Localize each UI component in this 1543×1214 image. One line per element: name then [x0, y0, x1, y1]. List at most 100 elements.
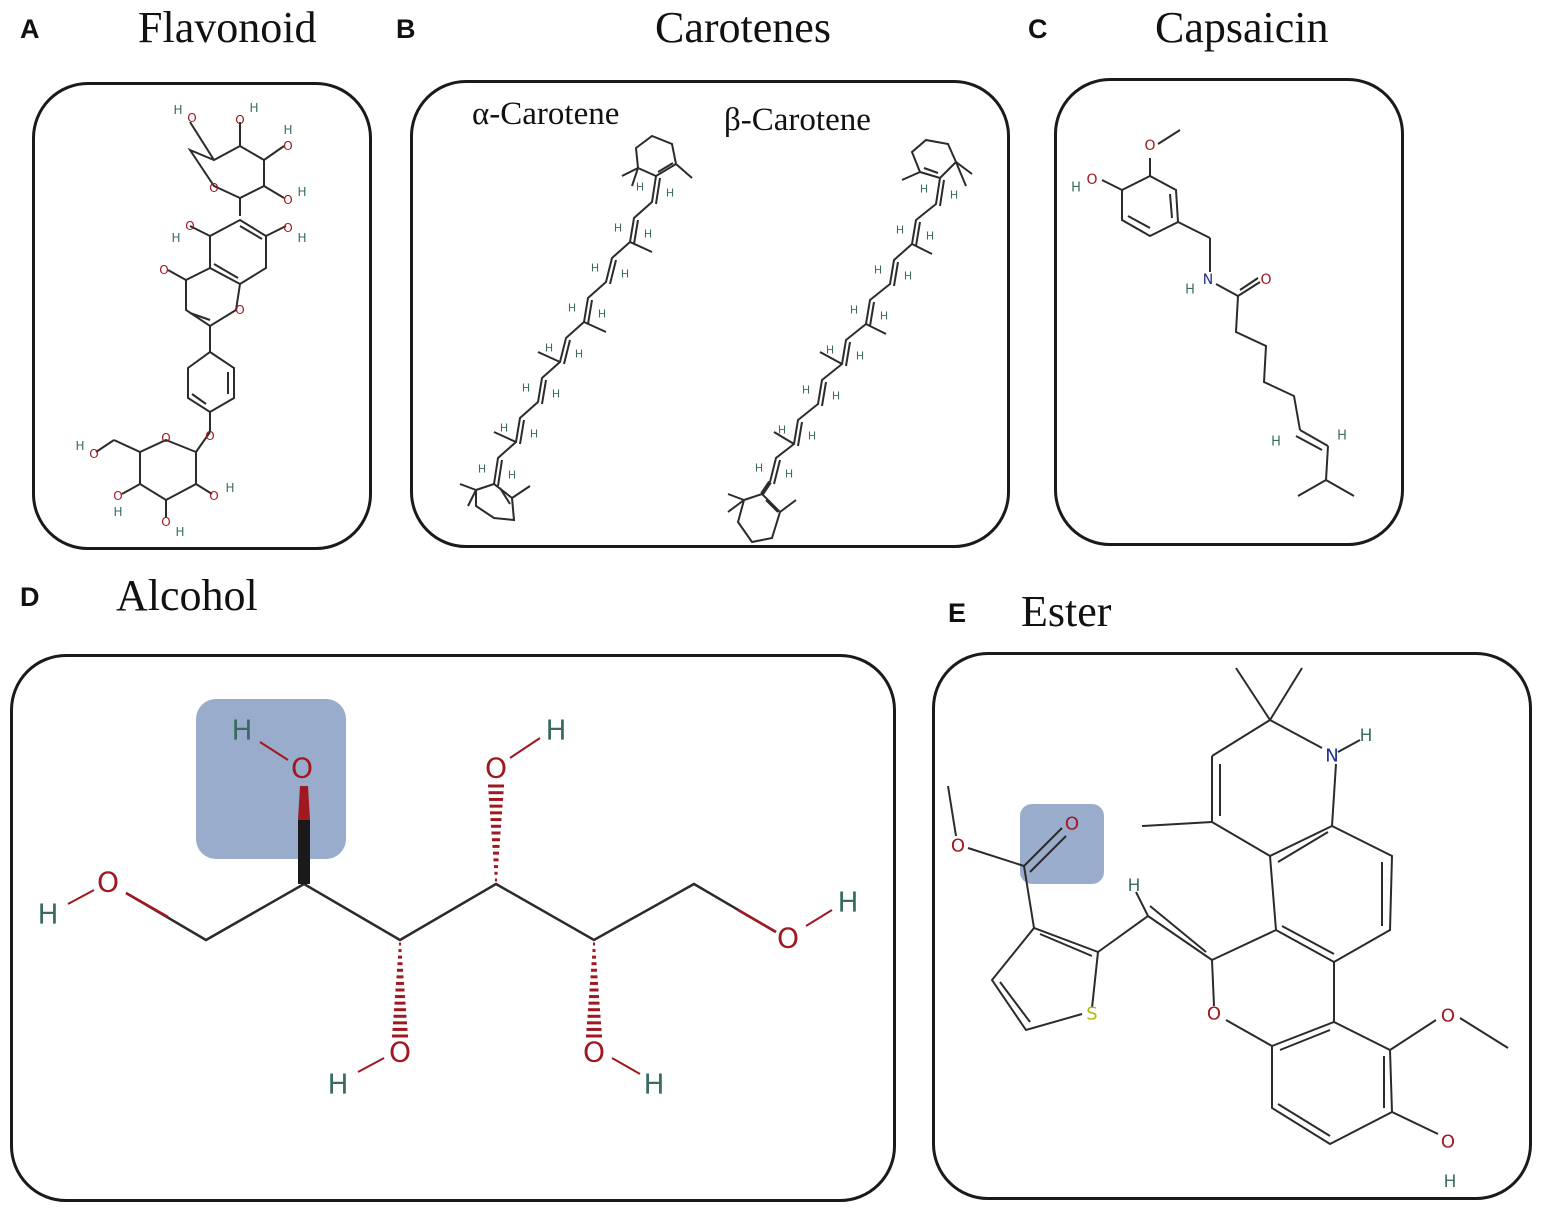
hydrogen-atom: H [896, 224, 904, 237]
double-bond-line [869, 301, 875, 327]
hydrogen-atom: H [850, 304, 858, 317]
alpha-carotene-structure [459, 134, 693, 522]
double-bond-line [609, 259, 617, 285]
double-bond-line [939, 179, 945, 207]
svg-text:H: H [1185, 283, 1195, 298]
svg-text:O: O [209, 489, 218, 503]
panel-d-box [10, 654, 896, 1202]
svg-text:O: O [205, 429, 214, 443]
svg-text:H: H [1360, 726, 1373, 746]
hydrogen-atom: H [500, 422, 508, 435]
svg-text:H: H [113, 505, 122, 519]
svg-text:O: O [291, 752, 313, 785]
hydrogen-atom: H [755, 462, 763, 475]
svg-text:H: H [297, 231, 306, 245]
svg-text:O: O [159, 263, 168, 277]
svg-text:H: H [327, 1068, 348, 1101]
double-bond-line [797, 421, 803, 447]
hydrogen-atom: H [508, 469, 516, 482]
panel-b-box [410, 80, 1010, 548]
svg-text:S: S [1086, 1004, 1097, 1025]
svg-text:O: O [485, 752, 507, 785]
svg-text:H: H [1444, 1172, 1457, 1192]
panel-title-carotenes: Carotenes [655, 3, 831, 52]
svg-text:H: H [171, 231, 180, 245]
panel-label-d: D [20, 582, 40, 612]
svg-text:H: H [231, 714, 252, 747]
svg-text:O: O [283, 193, 292, 207]
svg-text:O: O [1260, 272, 1271, 288]
svg-text:O: O [1441, 1006, 1455, 1027]
hydrogen-atom: H [874, 264, 882, 277]
svg-text:O: O [951, 836, 965, 857]
panel-label-b: B [396, 14, 416, 44]
double-bond-line [845, 341, 851, 367]
svg-text:O: O [97, 866, 119, 899]
svg-text:H: H [297, 185, 306, 199]
svg-text:O: O [1441, 1132, 1455, 1153]
hydrogen-atom: H [575, 348, 583, 361]
svg-text:O: O [235, 113, 244, 127]
beta-carotene-label: β-Carotene [724, 102, 871, 138]
panel-title-alcohol: Alcohol [116, 571, 258, 620]
double-bond-line [893, 261, 899, 287]
svg-text:H: H [175, 525, 184, 539]
hydrogen-atom: H [802, 384, 810, 397]
hydrogen-atom: H [778, 424, 786, 437]
beta-carotene-structure [727, 138, 973, 544]
svg-text:H: H [75, 439, 84, 453]
svg-text:N: N [1325, 746, 1338, 767]
hydrogen-atom: H [591, 262, 599, 275]
svg-text:O: O [185, 219, 194, 233]
double-bond-line [633, 219, 639, 245]
hydrogen-atom: H [785, 468, 793, 481]
svg-text:H: H [837, 886, 858, 919]
svg-text:O: O [1086, 172, 1097, 188]
ester-carbonyl-highlight [1020, 804, 1104, 884]
svg-text:O: O [235, 303, 244, 317]
svg-text:O: O [161, 431, 170, 445]
svg-text:O: O [1144, 138, 1155, 154]
panel-c-box [1054, 78, 1404, 546]
panel-title-capsaicin: Capsaicin [1155, 3, 1329, 52]
svg-text:H: H [1071, 181, 1081, 196]
hydrogen-atom: H [545, 342, 553, 355]
alcohol-structure: O H O H O H O H O H O H [37, 714, 858, 1101]
double-bond-line [563, 339, 571, 365]
svg-text:O: O [187, 111, 196, 125]
svg-text:O: O [777, 922, 799, 955]
hydrogen-atom: H [478, 463, 486, 476]
hydrogen-atom: H [904, 270, 912, 283]
svg-text:O: O [583, 1036, 605, 1069]
hydrogen-atom: H [826, 344, 834, 357]
hydrogen-atom: H [880, 310, 888, 323]
svg-text:H: H [283, 123, 292, 137]
hydrogen-atom: H [832, 390, 840, 403]
double-bond-line [821, 381, 827, 407]
flavonoid-structure: O H O H O H O H O O H O H O O O O O H O … [75, 101, 306, 539]
hydrogen-atom: H [644, 228, 652, 241]
panel-title-flavonoid: Flavonoid [138, 3, 317, 52]
capsaicin-structure: O O H N H O H H [1071, 129, 1355, 497]
double-bond-line [587, 299, 593, 325]
hydrogen-atom: H [552, 388, 560, 401]
svg-text:H: H [37, 898, 58, 931]
double-bond-line [541, 379, 547, 405]
svg-text:H: H [249, 101, 258, 115]
double-bond-line [497, 459, 503, 487]
double-bond-line [915, 221, 921, 247]
svg-text:O: O [161, 515, 170, 529]
panel-a-box [32, 82, 372, 550]
hydrogen-atom: H [920, 183, 928, 196]
hydrogen-atom: H [530, 428, 538, 441]
panel-title-ester: Ester [1021, 587, 1112, 636]
double-bond-line [655, 177, 661, 205]
alpha-carotene-label: α-Carotene [472, 96, 620, 132]
alcohol-highlight [196, 699, 346, 859]
panel-label-e: E [948, 598, 967, 628]
hydrogen-atom: H [621, 268, 629, 281]
svg-text:O: O [89, 447, 98, 461]
hydrogen-atom: H [598, 308, 606, 321]
hydrogen-atom: H [636, 181, 644, 194]
